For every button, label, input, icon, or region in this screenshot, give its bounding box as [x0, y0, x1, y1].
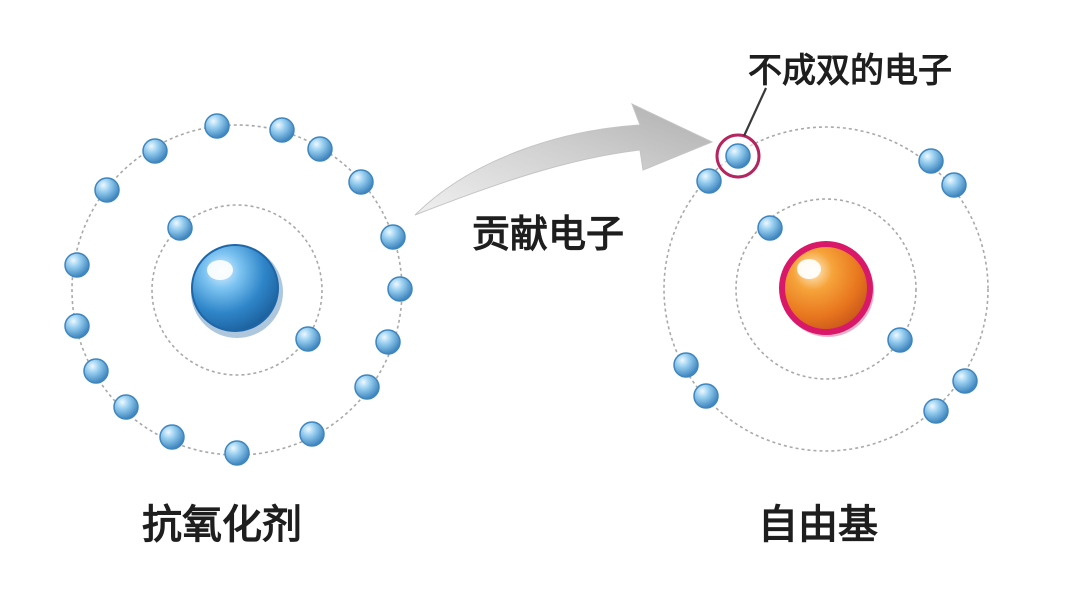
electron	[375, 329, 401, 355]
electron	[757, 215, 783, 241]
unpaired-electron-label: 不成双的电子	[748, 51, 952, 91]
free-radical-atom	[663, 87, 989, 452]
free-radical-outer-orbit	[663, 126, 989, 452]
electron	[696, 168, 722, 194]
free-radical-nucleus	[779, 241, 874, 337]
electron	[94, 177, 120, 203]
electron	[167, 215, 193, 241]
antioxidant-nucleus	[191, 244, 283, 338]
electron	[354, 374, 380, 400]
electron	[348, 169, 374, 195]
unpaired-electron	[725, 143, 751, 169]
electron	[923, 398, 949, 424]
electron	[204, 113, 230, 139]
electron	[693, 383, 719, 409]
electron	[307, 136, 333, 162]
electron	[295, 326, 321, 352]
antioxidant-atom	[64, 113, 413, 466]
free-radical-electrons	[673, 148, 978, 424]
electron	[64, 313, 90, 339]
antioxidant-electrons	[64, 113, 413, 466]
electron	[887, 327, 913, 353]
electron	[673, 352, 699, 378]
electron	[387, 276, 413, 302]
callout-line	[743, 87, 767, 137]
electron	[269, 117, 295, 143]
electron	[941, 172, 967, 198]
electron	[113, 394, 139, 420]
unpaired-electron-highlight	[715, 87, 767, 179]
electron	[224, 440, 250, 466]
antioxidant-inner-orbit	[151, 204, 323, 376]
electron	[952, 368, 978, 394]
electron	[159, 424, 185, 450]
electron	[142, 138, 168, 164]
antioxidant-label: 抗氧化剂	[142, 502, 302, 548]
donate-electron-label: 贡献电子	[472, 212, 624, 256]
electron	[64, 252, 90, 278]
electron	[299, 421, 325, 447]
electron	[918, 148, 944, 174]
donate-arrow	[414, 103, 714, 216]
free-radical-label: 自由基	[758, 502, 878, 548]
free-radical-inner-orbit	[735, 198, 917, 380]
electron	[83, 358, 109, 384]
electron	[380, 224, 406, 250]
